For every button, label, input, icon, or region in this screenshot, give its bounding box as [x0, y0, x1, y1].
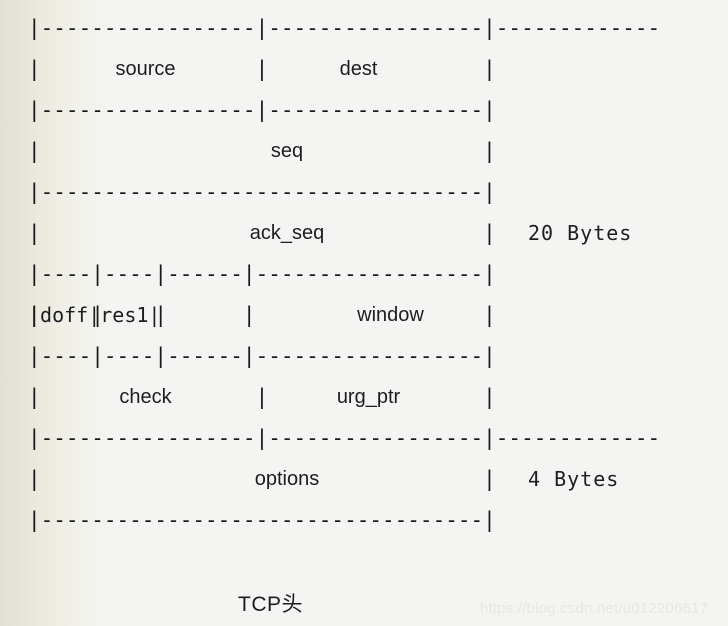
ascii-frame: | |: [28, 221, 496, 245]
annotation-options-size: 4 Bytes: [528, 467, 620, 491]
ascii-frame: | |: [28, 139, 496, 163]
ascii-frame: |----|----|------|------------------|: [28, 344, 496, 368]
ascii-frame: | | |: [28, 385, 496, 409]
field-label-options: options: [254, 468, 320, 490]
separator-row-3: |----|----|------|------------------|: [28, 254, 728, 295]
ascii-frame: |-----------------|-----------------|---…: [28, 426, 661, 450]
field-label-source: source: [115, 58, 176, 80]
ascii-frame: |-----------------------------------|: [28, 508, 496, 532]
annotation-header-size: 20 Bytes: [528, 221, 633, 245]
separator-row-2: |-----------------------------------|: [28, 172, 728, 213]
ascii-frame: |-----------------|-----------------|: [28, 98, 496, 122]
separator-row-1: |-----------------|-----------------|: [28, 90, 728, 131]
field-label-ack-seq: ack_seq: [249, 222, 325, 244]
separator-row-4: |----|----|------|------------------|: [28, 336, 728, 377]
ascii-frame: | |: [28, 467, 496, 491]
field-row-flags: | | | | | |doff|res1| window: [28, 295, 728, 336]
ascii-frame: |-----------------------------------|: [28, 180, 496, 204]
separator-row-5: |-----------------|-----------------|---…: [28, 418, 728, 459]
separator-row-bottom: |-----------------------------------|: [28, 500, 728, 541]
diagram-caption: TCP头: [238, 593, 303, 616]
csdn-watermark: https://blog.csdn.net/u012206617: [480, 600, 709, 617]
separator-row-top: |-----------------|-----------------|---…: [28, 8, 728, 49]
field-label-check: check: [119, 386, 172, 408]
field-label-seq: seq: [270, 140, 304, 162]
ascii-frame: |-----------------|-----------------|---…: [28, 16, 661, 40]
tcp-header-diagram: |-----------------|-----------------|---…: [28, 8, 728, 541]
ascii-frame: | | |: [28, 57, 496, 81]
field-row-seq: | | seq: [28, 131, 728, 172]
field-row-check: | | | check urg_ptr: [28, 377, 728, 418]
field-label-doff-res1: |doff|res1|: [28, 303, 161, 327]
ascii-frame: | | | | |: [28, 303, 496, 327]
field-row-ports: | | | source dest: [28, 49, 728, 90]
ascii-frame: |----|----|------|------------------|: [28, 262, 496, 286]
field-label-dest: dest: [339, 58, 378, 80]
field-label-urg-ptr: urg_ptr: [336, 386, 401, 408]
field-row-ack-seq: | | ack_seq 20 Bytes: [28, 213, 728, 254]
field-label-window: window: [357, 304, 424, 326]
field-row-options: | | options 4 Bytes: [28, 459, 728, 500]
